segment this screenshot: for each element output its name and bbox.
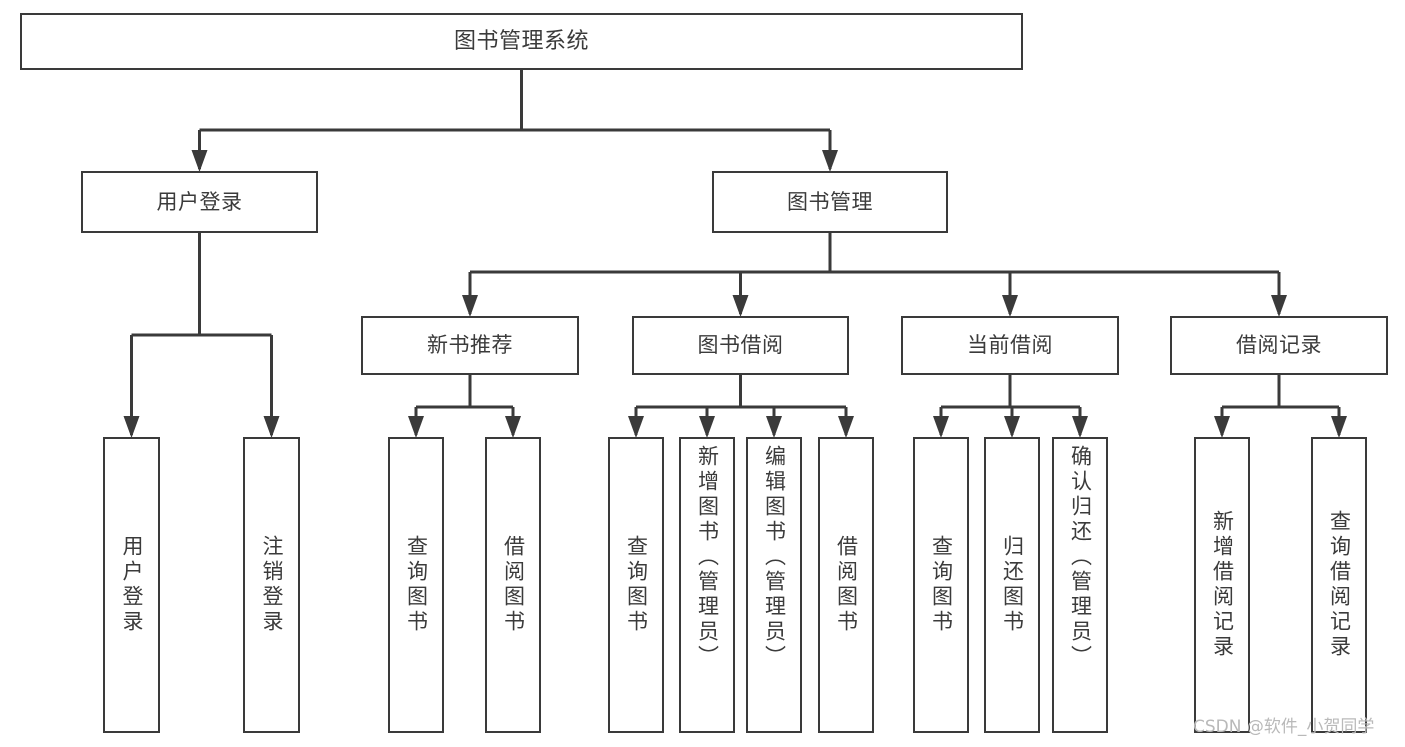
node-leaf-user-login[interactable]: 用户登录 [103, 437, 160, 733]
node-label-leaf-logout: 注销登录 [260, 535, 284, 635]
arrow-head-icon-leaf-query-book-3 [933, 416, 949, 438]
node-user-login[interactable]: 用户登录 [81, 171, 318, 233]
node-leaf-borrow-book-1[interactable]: 借阅图书 [485, 437, 541, 733]
arrow-head-icon-leaf-query-record [1331, 416, 1347, 438]
node-book-manage[interactable]: 图书管理 [712, 171, 948, 233]
arrow-head-icon-leaf-borrow-book-1 [505, 416, 521, 438]
node-borrow-record[interactable]: 借阅记录 [1170, 316, 1388, 375]
node-leaf-query-book-3[interactable]: 查询图书 [913, 437, 969, 733]
node-leaf-add-record[interactable]: 新增借阅记录 [1194, 437, 1250, 733]
node-label-new-book-rec: 新书推荐 [427, 333, 513, 357]
arrow-head-icon-leaf-user-login [123, 416, 140, 438]
node-leaf-query-book-2[interactable]: 查询图书 [608, 437, 664, 733]
arrow-head-icon-leaf-add-book [699, 416, 715, 438]
arrow-head-icon-leaf-confirm-return [1072, 416, 1088, 438]
node-leaf-edit-book[interactable]: 编辑图书（管理员） [746, 437, 802, 733]
watermark-text: CSDN @软件_小贺同学 [1193, 717, 1375, 737]
node-leaf-borrow-book-2[interactable]: 借阅图书 [818, 437, 874, 733]
node-leaf-confirm-return[interactable]: 确认归还（管理员） [1052, 437, 1108, 733]
node-leaf-logout[interactable]: 注销登录 [243, 437, 300, 733]
arrow-head-icon-leaf-query-book-1 [408, 416, 424, 438]
node-root[interactable]: 图书管理系统 [20, 13, 1023, 70]
arrow-head-icon-leaf-edit-book [766, 416, 782, 438]
arrow-head-icon-leaf-add-record [1214, 416, 1230, 438]
arrow-head-icon-leaf-return-book [1004, 416, 1020, 438]
node-label-user-login: 用户登录 [156, 189, 243, 214]
node-new-book-rec[interactable]: 新书推荐 [361, 316, 579, 375]
node-label-leaf-return-book: 归还图书 [1000, 535, 1025, 635]
node-label-leaf-borrow-book-1: 借阅图书 [501, 535, 526, 635]
node-label-book-borrow: 图书借阅 [697, 333, 784, 357]
node-label-leaf-user-login: 用户登录 [120, 535, 144, 635]
node-label-root: 图书管理系统 [453, 28, 589, 54]
arrow-head-icon-book-borrow [732, 295, 749, 317]
arrow-head-icon-book-manage [822, 150, 838, 172]
node-label-leaf-query-record: 查询借阅记录 [1327, 510, 1352, 660]
node-label-leaf-edit-book: 编辑图书（管理员） [762, 445, 787, 670]
node-label-leaf-borrow-book-2: 借阅图书 [834, 535, 859, 635]
node-label-leaf-query-book-3: 查询图书 [929, 535, 954, 635]
arrow-head-icon-user-login [191, 150, 208, 172]
node-label-current-borrow: 当前借阅 [967, 333, 1053, 357]
arrow-head-icon-leaf-logout [263, 416, 280, 438]
node-book-borrow[interactable]: 图书借阅 [632, 316, 849, 375]
arrow-head-icon-leaf-query-book-2 [628, 416, 644, 438]
arrow-head-icon-borrow-record [1271, 295, 1287, 317]
arrow-head-icon-new-book-rec [462, 295, 478, 317]
node-leaf-add-book[interactable]: 新增图书（管理员） [679, 437, 735, 733]
node-leaf-return-book[interactable]: 归还图书 [984, 437, 1040, 733]
node-leaf-query-book-1[interactable]: 查询图书 [388, 437, 444, 733]
node-label-leaf-add-record: 新增借阅记录 [1210, 510, 1235, 660]
node-leaf-query-record[interactable]: 查询借阅记录 [1311, 437, 1367, 733]
node-label-borrow-record: 借阅记录 [1236, 333, 1322, 357]
node-label-leaf-confirm-return: 确认归还（管理员） [1068, 445, 1093, 670]
node-label-leaf-add-book: 新增图书（管理员） [695, 445, 720, 670]
node-current-borrow[interactable]: 当前借阅 [901, 316, 1119, 375]
node-label-book-manage: 图书管理 [787, 189, 873, 214]
arrow-head-icon-current-borrow [1002, 295, 1018, 317]
arrow-head-icon-leaf-borrow-book-2 [838, 416, 854, 438]
node-label-leaf-query-book-1: 查询图书 [404, 535, 429, 635]
node-label-leaf-query-book-2: 查询图书 [624, 535, 649, 635]
